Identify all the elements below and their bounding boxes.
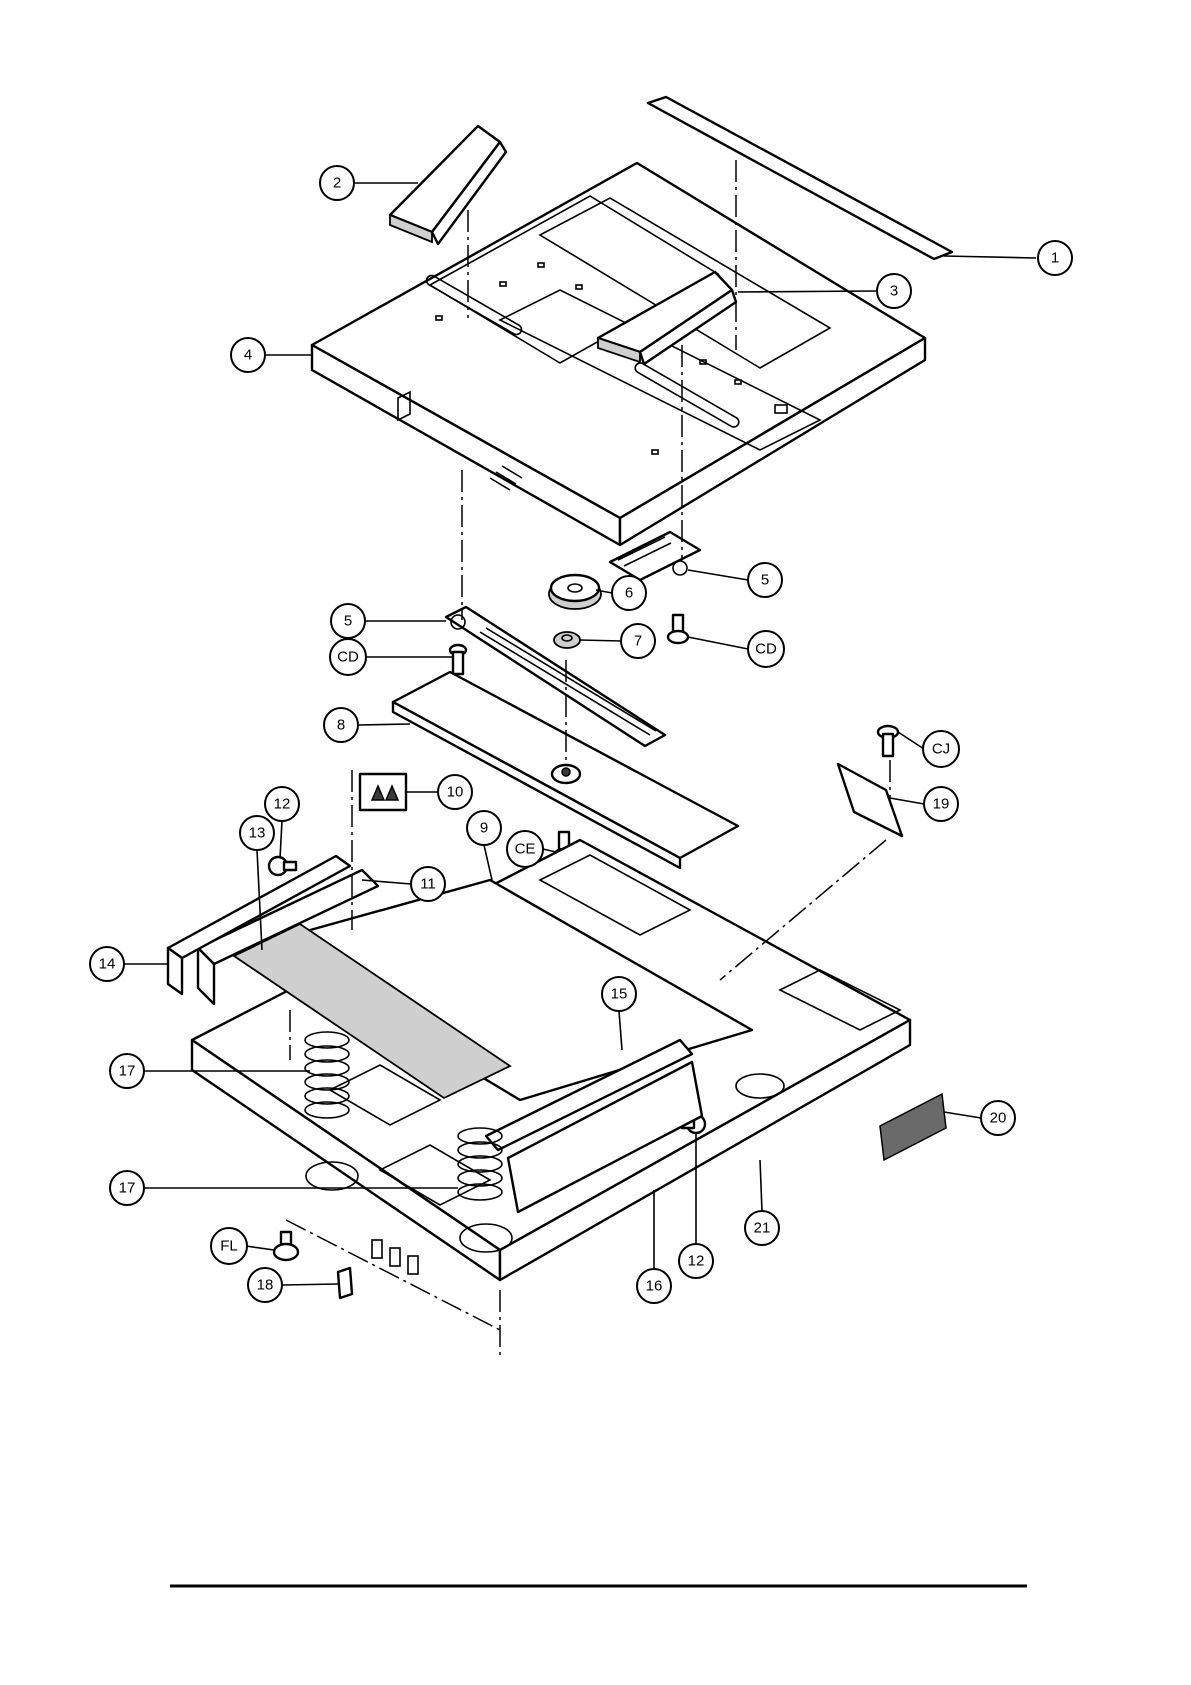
- svg-text:17: 17: [119, 1063, 136, 1080]
- callout-9: 9: [467, 811, 501, 845]
- callout-ce: CE: [507, 831, 543, 867]
- svg-text:CJ: CJ: [932, 741, 950, 758]
- callout-6: 6: [612, 576, 646, 610]
- svg-text:18: 18: [257, 1277, 274, 1294]
- callout-21: 21: [745, 1211, 779, 1245]
- callout-cd-right: CD: [748, 631, 784, 667]
- part-2-guide: [390, 126, 506, 244]
- svg-text:11: 11: [420, 876, 436, 893]
- callout-15: 15: [602, 977, 636, 1011]
- callout-cd-left: CD: [330, 639, 366, 675]
- callout-17-upper: 17: [110, 1054, 144, 1088]
- svg-text:13: 13: [249, 825, 266, 842]
- svg-text:10: 10: [447, 784, 464, 801]
- callout-11: 11: [411, 867, 445, 901]
- callout-14: 14: [90, 947, 124, 981]
- callout-19: 19: [924, 787, 958, 821]
- svg-text:16: 16: [646, 1278, 663, 1295]
- part-19-cover: [838, 764, 902, 836]
- screw-cj: [878, 726, 898, 756]
- svg-text:5: 5: [761, 572, 769, 589]
- svg-text:12: 12: [688, 1253, 705, 1270]
- svg-text:2: 2: [333, 175, 341, 192]
- svg-text:CD: CD: [337, 649, 359, 666]
- callout-3: 3: [877, 274, 911, 308]
- svg-text:1: 1: [1051, 250, 1059, 267]
- part-6-gear: [549, 575, 601, 609]
- callout-20: 20: [981, 1101, 1015, 1135]
- svg-text:8: 8: [337, 717, 345, 734]
- callout-cj: CJ: [923, 731, 959, 767]
- part-18-clip: [338, 1268, 352, 1298]
- callout-8: 8: [324, 708, 358, 742]
- callout-10: 10: [438, 775, 472, 809]
- part-10-label: [360, 774, 406, 810]
- screw-fl: [274, 1232, 298, 1260]
- svg-text:CE: CE: [515, 841, 536, 858]
- svg-text:FL: FL: [220, 1238, 238, 1255]
- callout-5-left: 5: [331, 604, 365, 638]
- svg-text:21: 21: [754, 1220, 771, 1237]
- callout-5-right: 5: [748, 563, 782, 597]
- part-20-label: [880, 1094, 946, 1160]
- svg-text:CD: CD: [755, 641, 777, 658]
- callout-1: 1: [1038, 241, 1072, 275]
- svg-text:7: 7: [634, 633, 642, 650]
- svg-text:3: 3: [890, 283, 898, 300]
- svg-text:6: 6: [625, 585, 633, 602]
- svg-text:20: 20: [990, 1110, 1007, 1127]
- callout-13: 13: [240, 816, 274, 850]
- callout-2: 2: [320, 166, 354, 200]
- callout-7: 7: [621, 624, 655, 658]
- callout-fl: FL: [211, 1228, 247, 1264]
- callout-17-lower: 17: [110, 1171, 144, 1205]
- callout-12-upper: 12: [265, 787, 299, 821]
- callout-18: 18: [248, 1268, 282, 1302]
- svg-text:17: 17: [119, 1180, 136, 1197]
- svg-text:15: 15: [611, 986, 628, 1003]
- callout-4: 4: [231, 338, 265, 372]
- callout-12-lower: 12: [679, 1244, 713, 1278]
- svg-text:19: 19: [933, 796, 950, 813]
- part-7-washer: [554, 632, 580, 648]
- screw-cd-left: [450, 645, 466, 674]
- svg-text:12: 12: [274, 796, 291, 813]
- svg-text:4: 4: [244, 347, 252, 364]
- svg-text:5: 5: [344, 613, 352, 630]
- svg-text:14: 14: [99, 956, 116, 973]
- callout-16: 16: [637, 1269, 671, 1303]
- part-12-bolt-left: [269, 857, 296, 875]
- screw-cd-right: [668, 615, 688, 643]
- svg-text:9: 9: [480, 820, 488, 837]
